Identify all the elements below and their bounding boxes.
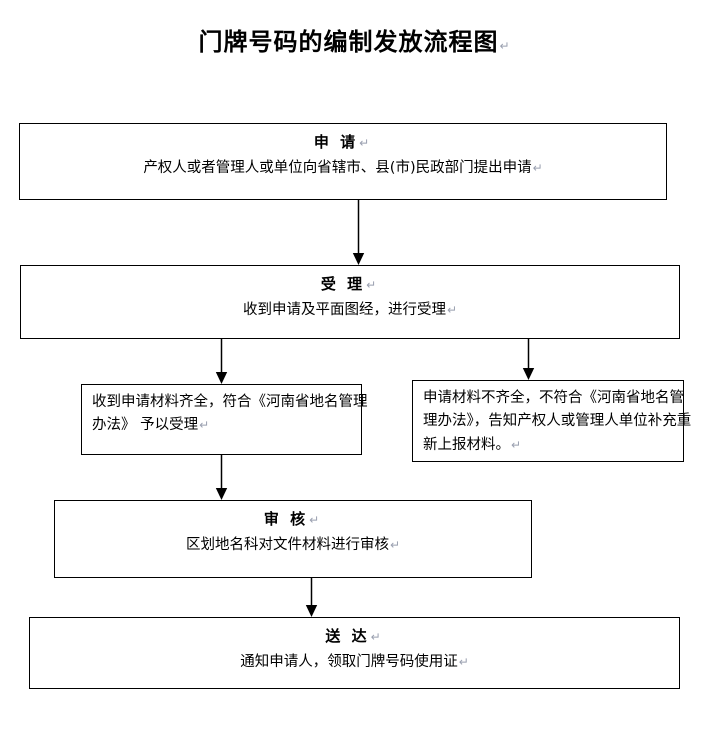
node-review[interactable]: 审 核↵ 区划地名科对文件材料进行审核↵ xyxy=(54,500,532,578)
node-accept[interactable]: 受 理↵ 收到申请及平面图经，进行受理↵ xyxy=(20,265,680,339)
node-apply[interactable]: 申 请↵ 产权人或者管理人或单位向省辖市、县(市)民政部门提出申请↵ xyxy=(19,123,667,200)
paragraph-mark-icon: ↵ xyxy=(532,161,543,175)
paragraph-mark-icon: ↵ xyxy=(511,437,522,452)
node-branch-complete[interactable]: 收到申请材料齐全，符合《河南省地名管理办法》 予以受理↵ xyxy=(81,384,368,455)
node-deliver-body: 通知申请人，领取门牌号码使用证↵ xyxy=(240,654,469,670)
connector-apply-to-accept xyxy=(348,199,370,267)
node-review-heading: 审 核↵ xyxy=(263,510,323,528)
node-deliver-inner: 送 达↵ 通知申请人，领取门牌号码使用证↵ xyxy=(30,618,679,695)
node-branch-incomplete[interactable]: 申请材料不齐全，不符合《河南省地名管理办法》，告知产权人或管理人单位补充重新上报… xyxy=(412,380,691,462)
paragraph-mark-icon: ↵ xyxy=(366,278,380,292)
paragraph-mark-icon: ↵ xyxy=(458,655,469,669)
node-deliver[interactable]: 送 达↵ 通知申请人，领取门牌号码使用证↵ xyxy=(29,617,680,689)
node-accept-heading: 受 理↵ xyxy=(320,275,380,293)
node-review-body: 区划地名科对文件材料进行审核↵ xyxy=(185,537,401,553)
paragraph-mark-icon: ↵ xyxy=(446,303,458,317)
page-title: 门牌号码的编制发放流程图↵ xyxy=(0,22,709,57)
node-deliver-heading: 送 达↵ xyxy=(325,627,384,645)
node-branch-incomplete-body: 申请材料不齐全，不符合《河南省地名管理办法》，告知产权人或管理人单位补充重新上报… xyxy=(423,390,692,453)
paragraph-mark-icon: ↵ xyxy=(309,513,323,527)
connector-accept-to-branch-incomplete xyxy=(518,338,540,382)
page-title-text: 门牌号码的编制发放流程图 xyxy=(198,27,499,56)
node-branch-incomplete-inner: 申请材料不齐全，不符合《河南省地名管理办法》，告知产权人或管理人单位补充重新上报… xyxy=(413,381,701,467)
connector-accept-to-branch-complete xyxy=(211,338,233,386)
node-apply-body: 产权人或者管理人或单位向省辖市、县(市)民政部门提出申请↵ xyxy=(143,160,543,176)
paragraph-mark-icon: ↵ xyxy=(199,418,210,433)
paragraph-mark-icon: ↵ xyxy=(370,630,384,644)
paragraph-mark-icon: ↵ xyxy=(359,136,373,150)
connector-review-to-deliver xyxy=(301,578,323,619)
node-apply-inner: 申 请↵ 产权人或者管理人或单位向省辖市、县(市)民政部门提出申请↵ xyxy=(20,124,666,206)
paragraph-mark-icon: ↵ xyxy=(389,538,401,552)
node-branch-complete-body: 收到申请材料齐全，符合《河南省地名管理办法》 予以受理↵ xyxy=(92,394,368,434)
paragraph-mark-icon: ↵ xyxy=(499,39,511,53)
connector-branch-complete-to-review xyxy=(211,455,233,502)
node-branch-complete-inner: 收到申请材料齐全，符合《河南省地名管理办法》 予以受理↵ xyxy=(82,385,379,460)
node-accept-inner: 受 理↵ 收到申请及平面图经，进行受理↵ xyxy=(21,266,679,345)
node-apply-heading: 申 请↵ xyxy=(313,133,373,151)
node-accept-body: 收到申请及平面图经，进行受理↵ xyxy=(242,302,458,318)
node-review-inner: 审 核↵ 区划地名科对文件材料进行审核↵ xyxy=(55,501,531,584)
